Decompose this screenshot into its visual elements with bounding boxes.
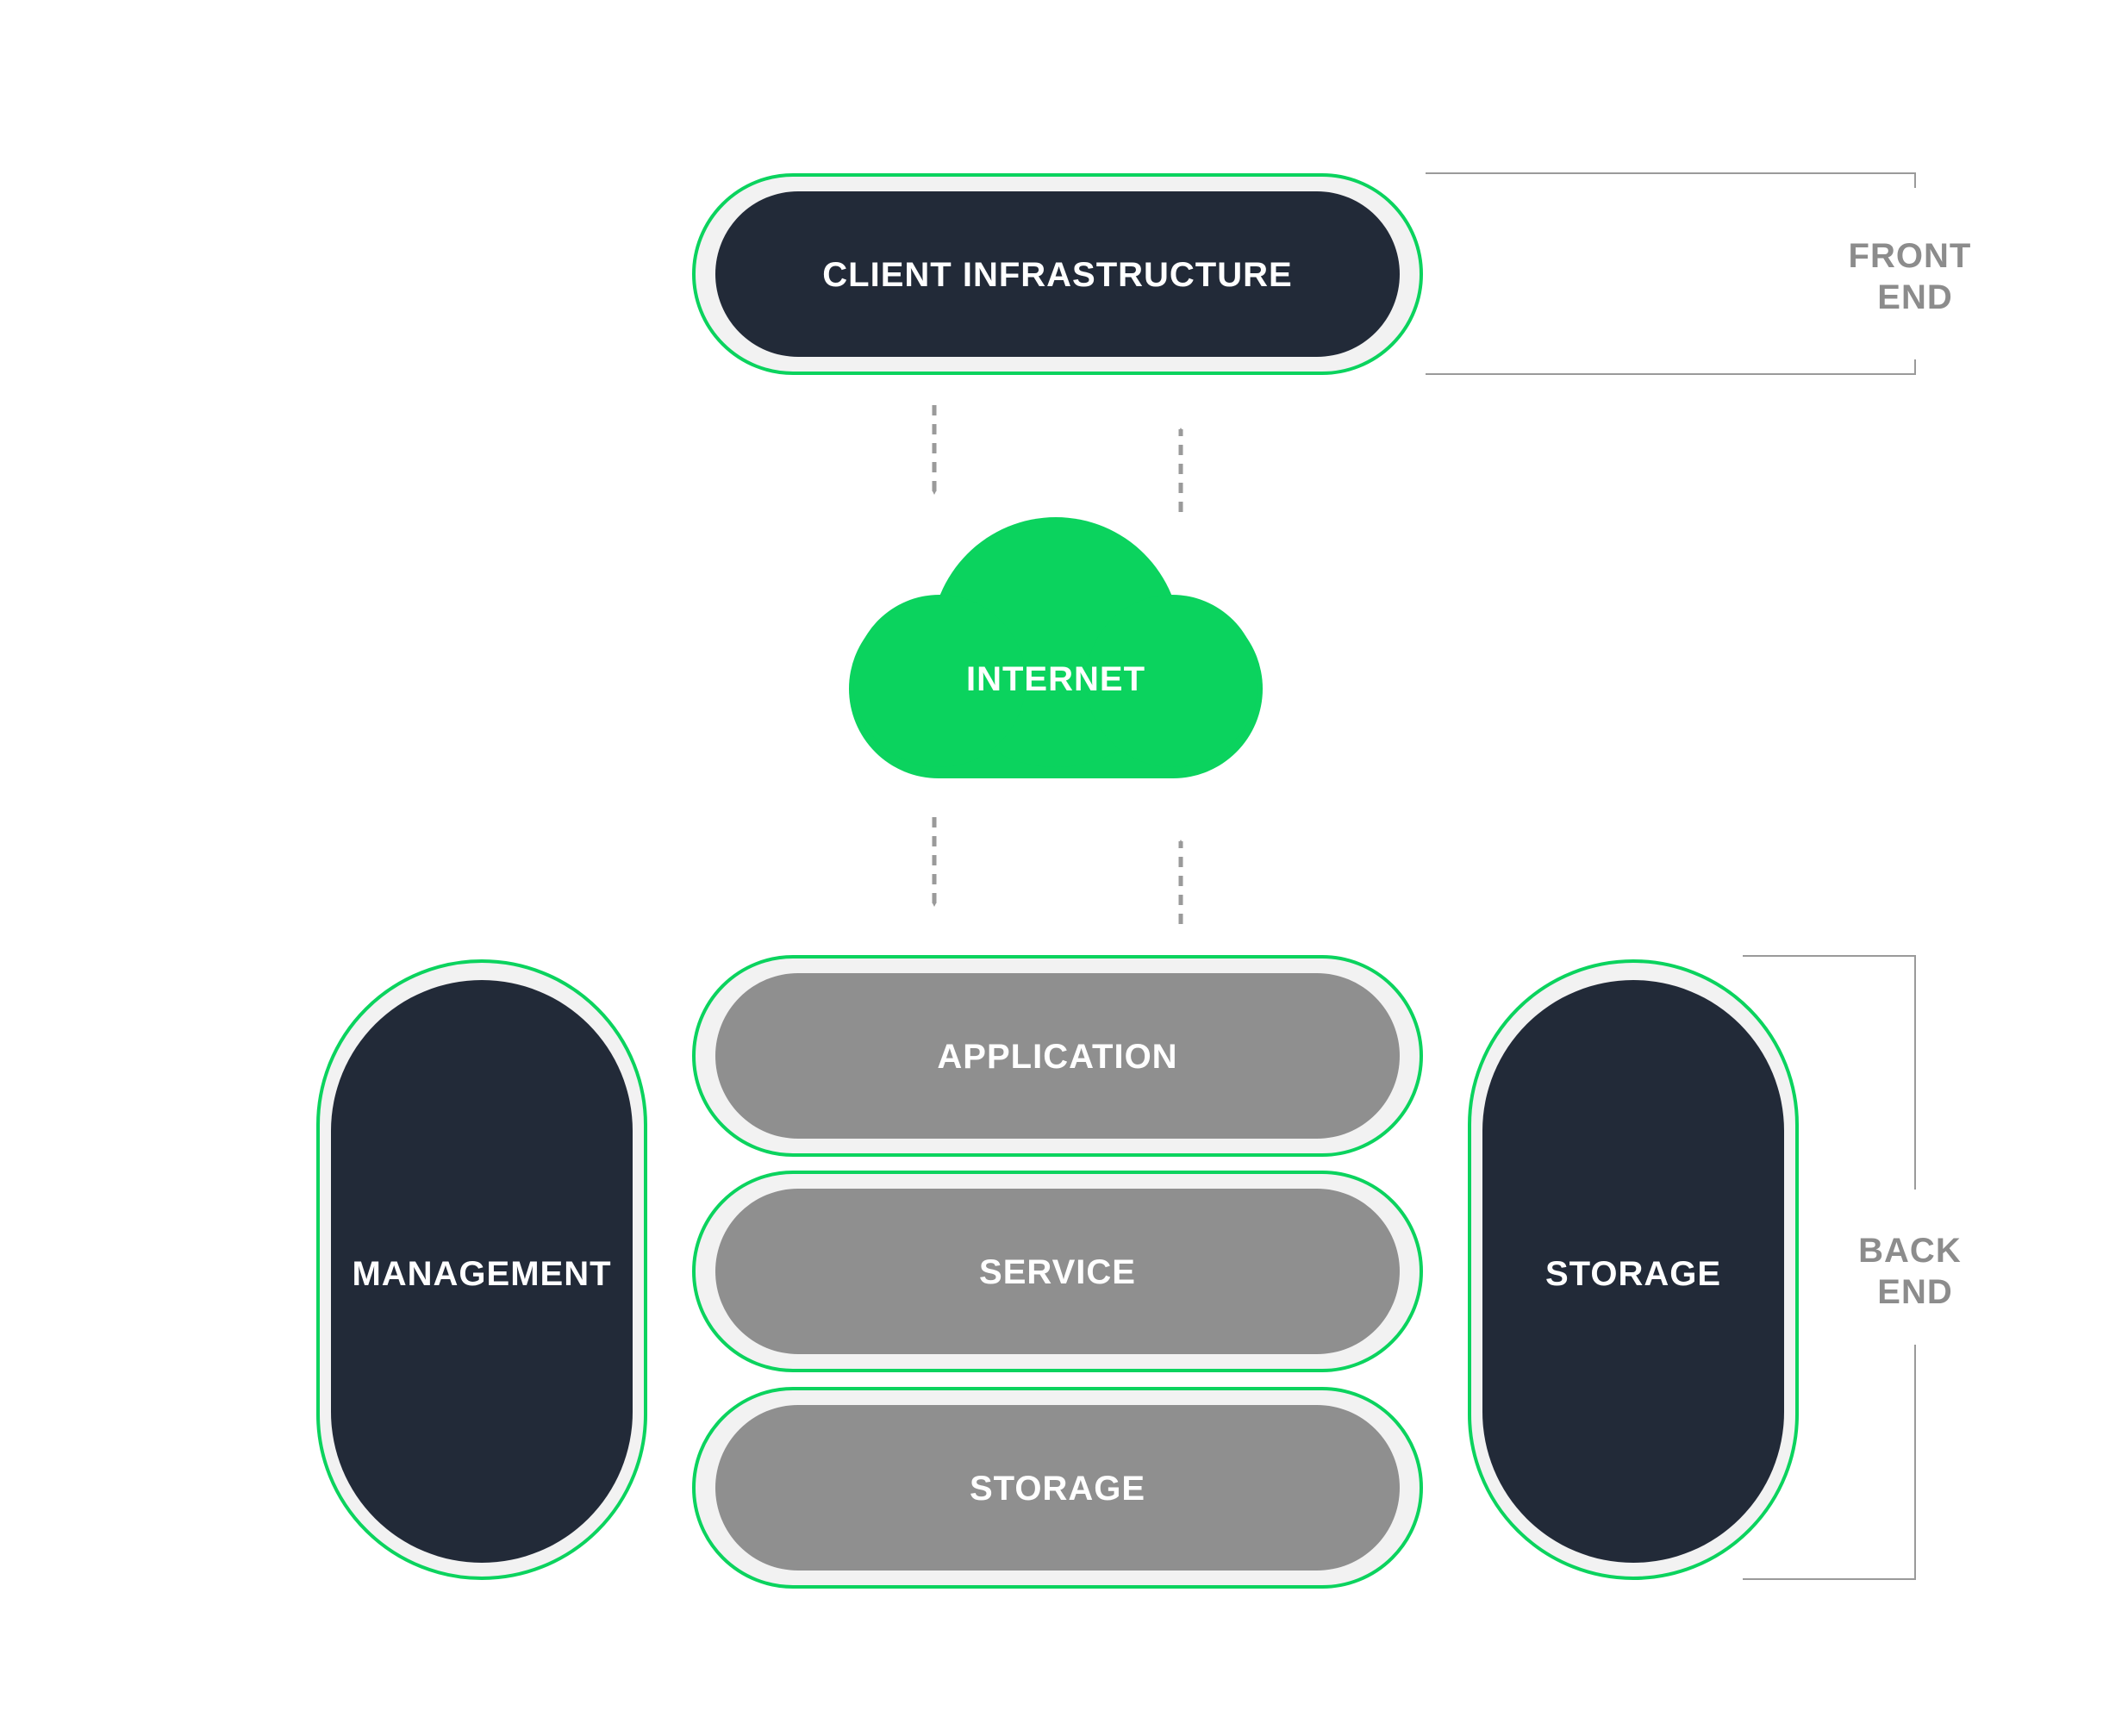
front-end-bracket xyxy=(1426,172,1916,375)
internet-application-arrows xyxy=(932,817,1183,924)
service-label: SERVICE xyxy=(979,1253,1136,1291)
back-end-label: BACK END xyxy=(1858,1232,1972,1311)
application-label: APPLICATION xyxy=(937,1038,1177,1076)
front-end-label: FRONT END xyxy=(1849,237,1982,316)
client-infrastructure-label: CLIENT INFRASTRUCTURE xyxy=(822,256,1292,294)
front-end-label-line-2: END xyxy=(1877,278,1952,316)
internet-label: INTERNET xyxy=(966,660,1145,698)
management-pill xyxy=(331,980,633,1563)
client-internet-arrows xyxy=(932,405,1183,512)
back-end-label-line-1: BACK xyxy=(1858,1232,1962,1270)
back-end-label-line-2: END xyxy=(1877,1273,1952,1311)
service-pill xyxy=(715,1189,1400,1354)
service-node: SERVICE xyxy=(692,1171,1423,1372)
application-node: APPLICATION xyxy=(692,955,1423,1157)
storage-layer-node: STORAGE xyxy=(692,1387,1423,1589)
management-label: MANAGEMENT xyxy=(352,1255,611,1293)
storage-layer-pill xyxy=(715,1405,1400,1571)
storage-side-label: STORAGE xyxy=(1545,1255,1721,1293)
front-end-label-line-1: FRONT xyxy=(1849,237,1972,275)
client-infrastructure-node: CLIENT INFRASTRUCTURE xyxy=(692,173,1423,375)
management-node: MANAGEMENT xyxy=(316,959,647,1580)
storage-layer-label: STORAGE xyxy=(970,1470,1145,1508)
internet-node: INTERNET xyxy=(849,517,1263,778)
cloud-icon xyxy=(849,517,1263,778)
storage-side-pill xyxy=(1482,980,1784,1563)
application-pill xyxy=(715,973,1400,1139)
back-end-bracket xyxy=(1743,955,1916,1580)
client-infrastructure-pill xyxy=(715,191,1400,357)
storage-side-node: STORAGE xyxy=(1468,959,1799,1580)
